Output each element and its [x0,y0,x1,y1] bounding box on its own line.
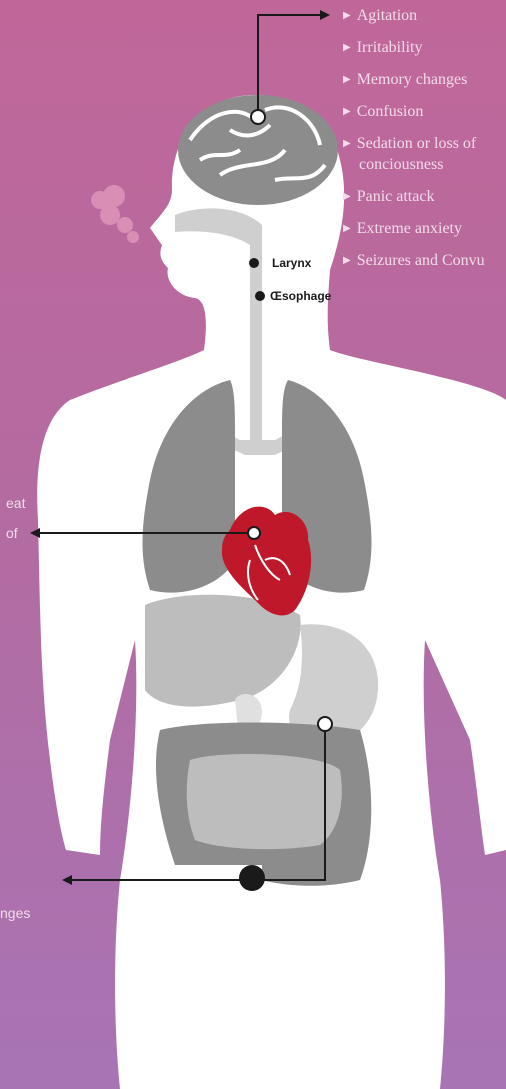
brain-icon [178,95,338,205]
intestines-icon [156,717,371,891]
triangle-bullet-icon: ▶ [343,191,351,202]
triangle-bullet-icon: ▶ [343,10,351,21]
heart-cut-text-1: eat [6,495,25,511]
larynx-dot [249,258,259,268]
symptom-seizures: ▶Seizures and Convu [343,251,485,271]
oesophage-label: Œsophage [270,289,331,303]
symptom-confusion: ▶Confusion [343,102,423,122]
triangle-bullet-icon: ▶ [343,74,351,85]
symptom-panic: ▶Panic attack [343,187,434,207]
breath-icon [91,185,139,243]
gut-cut-text: nges [0,905,30,921]
heart-cut-text-2: of [6,525,18,541]
triangle-bullet-icon: ▶ [343,223,351,234]
symptom-anxiety: ▶Extreme anxiety [343,219,462,239]
triangle-bullet-icon: ▶ [343,138,351,149]
larynx-label: Larynx [272,256,311,270]
triangle-bullet-icon: ▶ [343,255,351,266]
symptom-irritability: ▶Irritability [343,38,422,58]
oesophage-dot [255,291,265,301]
triangle-bullet-icon: ▶ [343,42,351,53]
symptom-agitation: ▶Agitation [343,6,417,26]
triangle-bullet-icon: ▶ [343,106,351,117]
symptom-sedation-cont: conciousness [359,155,443,175]
symptom-memory: ▶Memory changes [343,70,467,90]
symptom-sedation: ▶Sedation or loss of [343,134,476,154]
